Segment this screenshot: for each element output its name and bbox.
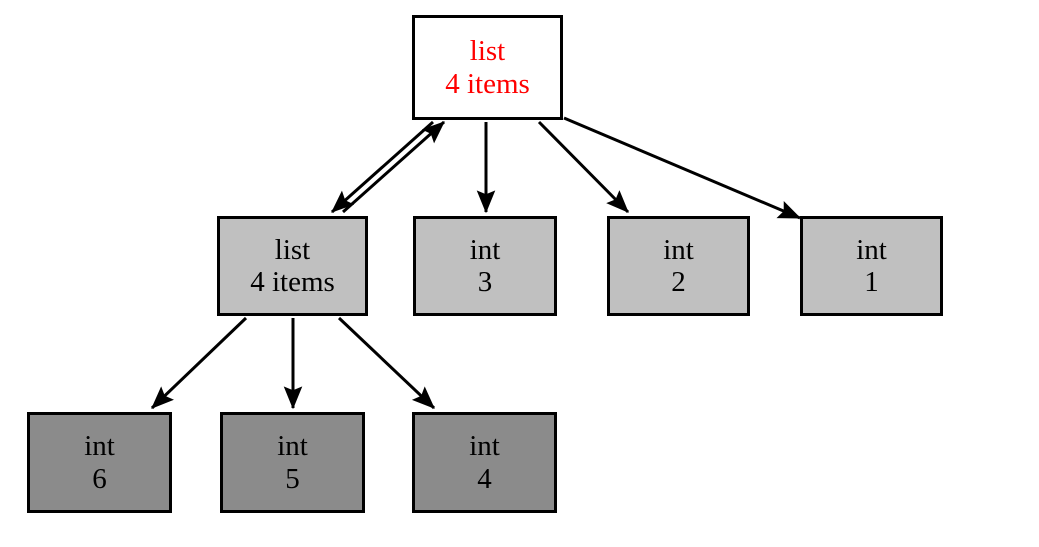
node-value-label: 5 [285,462,300,495]
edge-root-list-to-int-1 [563,116,802,220]
node-value-label: 4 items [250,266,335,298]
edge-inner-list-to-int-4 [337,316,436,410]
node-value-label: 1 [864,266,879,298]
node-type-label: int [469,430,500,463]
node-value-label: 3 [477,266,493,298]
node-value-label: 2 [671,266,686,298]
node-type-label: int [277,430,308,463]
edge-inner-list-to-root-list [342,120,445,214]
edge-root-list-to-int-2 [537,120,630,214]
node-type-label: int [856,233,887,266]
node-value-label: 6 [92,462,107,495]
node-value-label: 4 [477,462,492,495]
edge-root-list-to-inner-list [331,120,434,214]
node-type-label: list [274,233,311,266]
edge-inner-list-to-int-6 [150,316,248,410]
node-type-label: int [84,430,115,463]
node-type-label: int [469,233,501,266]
node-value-label: 4 items [445,67,530,100]
node-type-label: list [469,35,506,68]
node-type-label: int [663,233,694,266]
